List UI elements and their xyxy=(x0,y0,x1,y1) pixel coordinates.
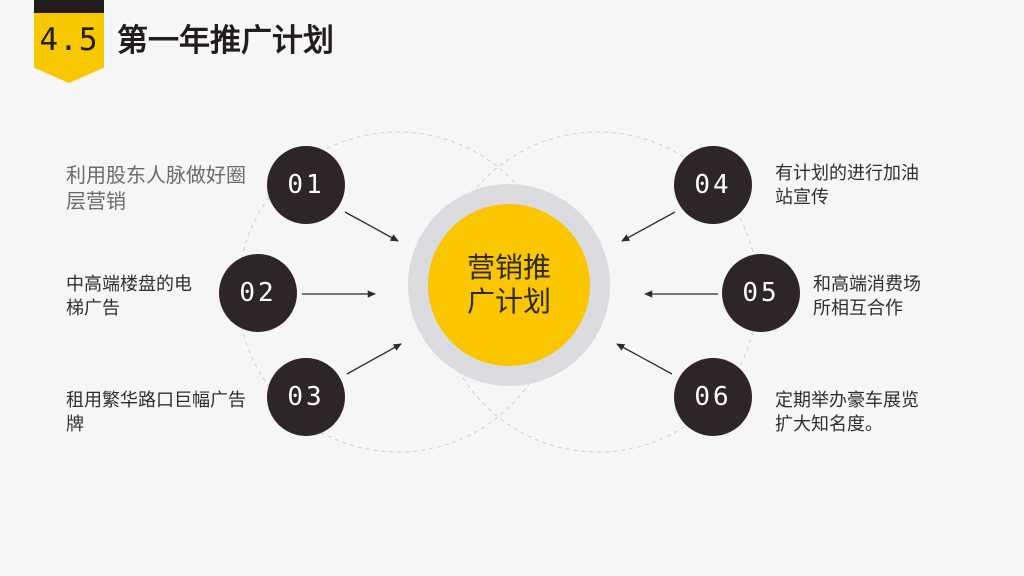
section-badge xyxy=(34,13,104,83)
item-label-02: 中高端楼盘的电梯广告 xyxy=(66,274,192,319)
center-circle: 营销推广计划 xyxy=(428,204,590,366)
item-label-04: 有计划的进行加油站宣传 xyxy=(775,163,919,208)
page-title: 第一年推广计划 xyxy=(117,23,334,59)
number-circle-03: 03 xyxy=(267,358,345,436)
arrow-06 xyxy=(616,343,673,375)
number-circle-06: 06 xyxy=(674,358,752,436)
center-label: 营销推广计划 xyxy=(466,251,551,318)
arrow-04 xyxy=(621,211,676,242)
arrow-01 xyxy=(344,211,399,242)
number-circle-01: 01 xyxy=(267,146,345,224)
item-label-05: 和高端消费场所相互合作 xyxy=(813,274,921,319)
item-label-06: 定期举办豪车展览扩大知名度。 xyxy=(775,390,919,435)
section-number: 4.5 xyxy=(39,22,99,58)
number-circle-05: 05 xyxy=(722,254,800,332)
header-top-bar xyxy=(34,0,104,13)
number-circle-04: 04 xyxy=(674,146,752,224)
number-circle-02: 02 xyxy=(219,254,297,332)
item-label-03: 租用繁华路口巨幅广告牌 xyxy=(66,390,246,435)
item-label-01: 利用股东人脉做好圈层营销 xyxy=(66,163,246,213)
arrow-03 xyxy=(346,343,402,375)
